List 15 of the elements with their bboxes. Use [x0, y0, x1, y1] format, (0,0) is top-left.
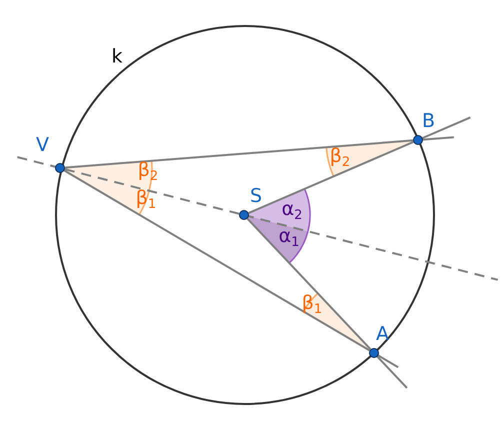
line-segment [248, 141, 414, 214]
angle-label: β$_{2}$ [330, 147, 350, 169]
angle-label: α$_{2}$ [282, 200, 302, 222]
line-segment [64, 170, 370, 352]
angle-label: β$_{1}$ [136, 189, 156, 211]
angle-label: β$_{1}$ [302, 294, 322, 316]
point-label: S [250, 187, 262, 206]
point-label: A [376, 325, 389, 344]
line-segment [64, 139, 414, 169]
line-segment [246, 218, 372, 350]
point-label: B [422, 112, 436, 131]
dashed-line [64, 168, 240, 215]
circle-label: k [112, 48, 122, 66]
angle-label: α$_{1}$ [278, 227, 300, 249]
point-label: V [36, 136, 49, 155]
